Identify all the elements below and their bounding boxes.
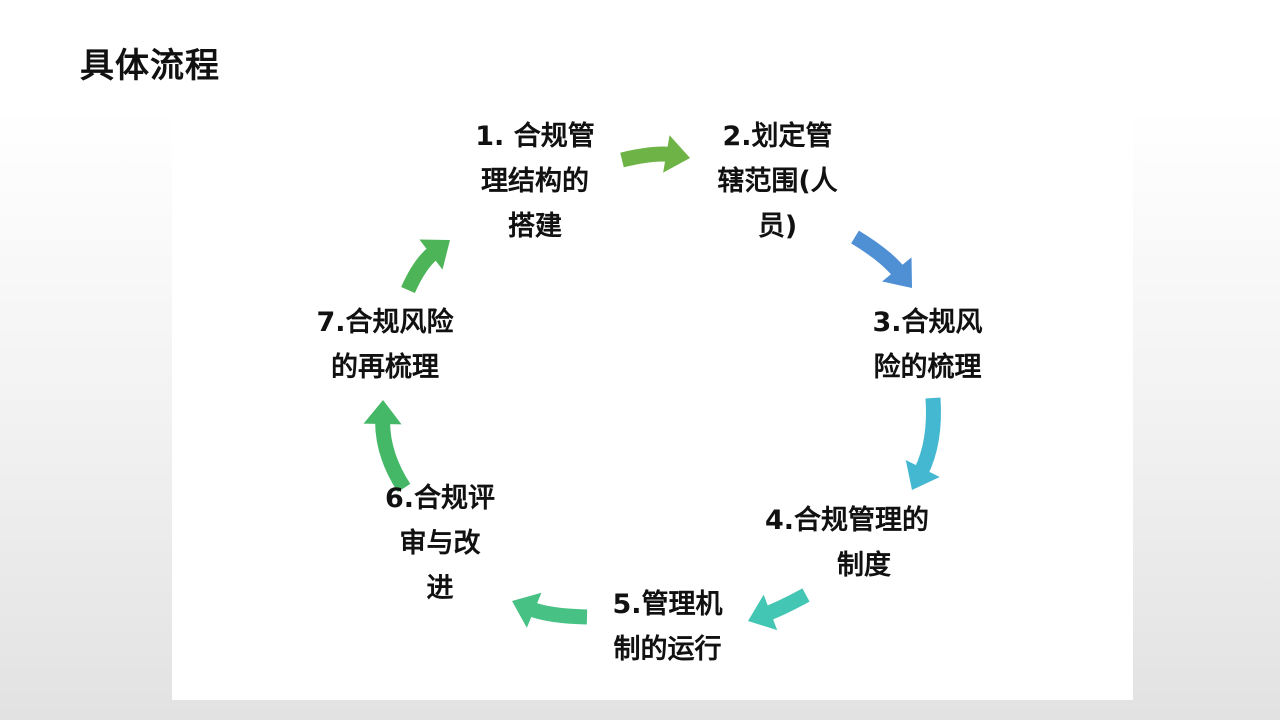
arrow-6-to-7-shaft [375, 419, 411, 493]
arrow-2-to-3 [851, 230, 912, 288]
arrow-1-to-2-shaft [620, 146, 672, 168]
arrow-7-to-1 [401, 239, 450, 294]
step-2-define-scope: 2.划定管 辖范围(人 员) [690, 114, 865, 249]
step-7-line-1: 7.合规风险 [316, 307, 454, 338]
arrow-4-to-5-head [748, 594, 778, 631]
step-2-line-2: 辖范围(人 [717, 166, 838, 197]
step-4-line-1: 4.合规管理的 [765, 505, 930, 536]
step-7-re-sort-risk: 7.合规风险 的再梳理 [290, 300, 480, 390]
step-6-line-3: 进 [426, 573, 454, 604]
arrow-7-to-1-head [419, 239, 450, 270]
arrow-2-to-3-head [882, 257, 912, 288]
arrow-3-to-4 [905, 397, 941, 490]
step-3-sort-compliance-risk: 3.合规风 险的梳理 [845, 300, 1010, 390]
step-2-line-1: 2.划定管 [722, 121, 833, 152]
arrow-1-to-2-head [663, 135, 690, 173]
step-4-line-2: 制度 [837, 550, 891, 581]
arrow-4-to-5-shaft [763, 588, 810, 621]
arrow-3-to-4-head [905, 460, 940, 490]
slide-title: 具体流程 [80, 46, 220, 86]
step-6-review-improve: 6.合规评 审与改 进 [360, 476, 520, 611]
process-diagram-panel [172, 92, 1133, 700]
step-5-line-2: 制的运行 [613, 634, 722, 665]
step-5-line-1: 5.管理机 [612, 589, 723, 620]
step-3-line-2: 险的梳理 [873, 352, 982, 383]
step-6-line-2: 审与改 [399, 528, 481, 559]
step-1-line-1: 1. 合规管 [475, 121, 595, 152]
step-6-line-1: 6.合规评 [384, 483, 496, 514]
arrow-5-to-6-shaft [527, 601, 588, 625]
arrow-3-to-4-shaft [914, 397, 941, 476]
step-4-compliance-rules: 4.合规管理的 制度 [765, 498, 985, 588]
arrow-6-to-7-head [363, 400, 402, 425]
arrow-1-to-2 [620, 135, 690, 173]
step-5-mechanism-operation: 5.管理机 制的运行 [585, 582, 750, 672]
step-7-line-2: 的再梳理 [331, 352, 439, 383]
arrow-4-to-5 [748, 588, 810, 631]
step-1-build-compliance-structure: 1. 合规管 理结构的 搭建 [450, 114, 620, 249]
arrow-6-to-7 [363, 400, 411, 493]
step-3-line-1: 3.合规风 [872, 307, 983, 338]
step-1-line-2: 理结构的 [481, 166, 589, 197]
step-1-line-3: 搭建 [508, 211, 562, 242]
arrow-5-to-6 [512, 592, 588, 628]
step-2-line-3: 员) [757, 211, 798, 242]
arrow-7-to-1-shaft [401, 246, 439, 294]
arrow-5-to-6-head [512, 592, 542, 628]
